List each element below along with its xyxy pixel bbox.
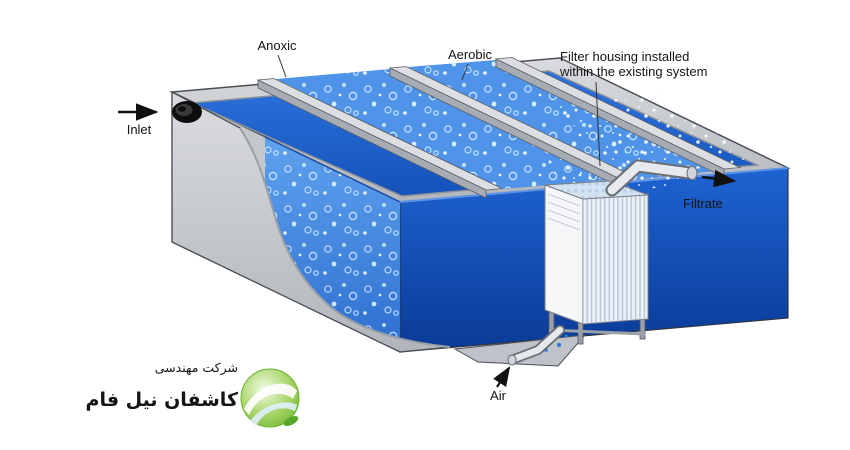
filter-vent bbox=[547, 193, 581, 207]
logo-company-name: کاشفان نیل فام bbox=[86, 389, 239, 411]
filter-leader-line bbox=[595, 81, 601, 167]
air-arrow-icon bbox=[493, 366, 511, 388]
anoxic-label: Anoxic bbox=[257, 38, 297, 53]
logo-leaf-icon bbox=[283, 415, 299, 427]
aerobic-leader-line bbox=[461, 63, 469, 81]
air-pipe bbox=[507, 325, 565, 366]
logo-swoosh2-icon bbox=[250, 402, 297, 426]
filter-vent bbox=[547, 209, 581, 223]
filter-housing-unit bbox=[544, 180, 649, 352]
tank-body bbox=[169, 57, 791, 367]
company-logo: شرکت مهندسی کاشفان نیل فام bbox=[86, 360, 300, 428]
filtrate-pipe bbox=[605, 159, 698, 197]
filter-top-aerator-grid bbox=[544, 180, 649, 200]
filter-vent bbox=[547, 217, 581, 231]
filter-frame-bar bbox=[548, 328, 646, 336]
anoxic-leader-line bbox=[277, 54, 287, 78]
filter-vent bbox=[547, 201, 581, 215]
anoxic-zone-surface bbox=[276, 69, 618, 189]
logo-company-type: شرکت مهندسی bbox=[155, 360, 238, 376]
logo-globe-icon bbox=[240, 368, 300, 428]
aerobic-label: Aerobic bbox=[448, 47, 493, 62]
filter-left-face bbox=[544, 184, 584, 325]
inlet-label: Inlet bbox=[127, 122, 152, 137]
filter-membrane-face bbox=[582, 193, 649, 325]
baffle-wall-1 bbox=[256, 78, 504, 199]
logo-swoosh-icon bbox=[244, 383, 297, 415]
cutaway-edge-highlight bbox=[239, 127, 451, 348]
air-label: Air bbox=[490, 388, 507, 403]
inlet-pipe bbox=[172, 101, 202, 123]
filtrate-label: Filtrate bbox=[683, 196, 723, 211]
diagram-labels: Anoxic Aerobic Filter housing installed … bbox=[127, 38, 723, 403]
filtrate-arrow-icon bbox=[701, 169, 737, 188]
filter-housing-label: Filter housing installed within the exis… bbox=[559, 49, 707, 79]
